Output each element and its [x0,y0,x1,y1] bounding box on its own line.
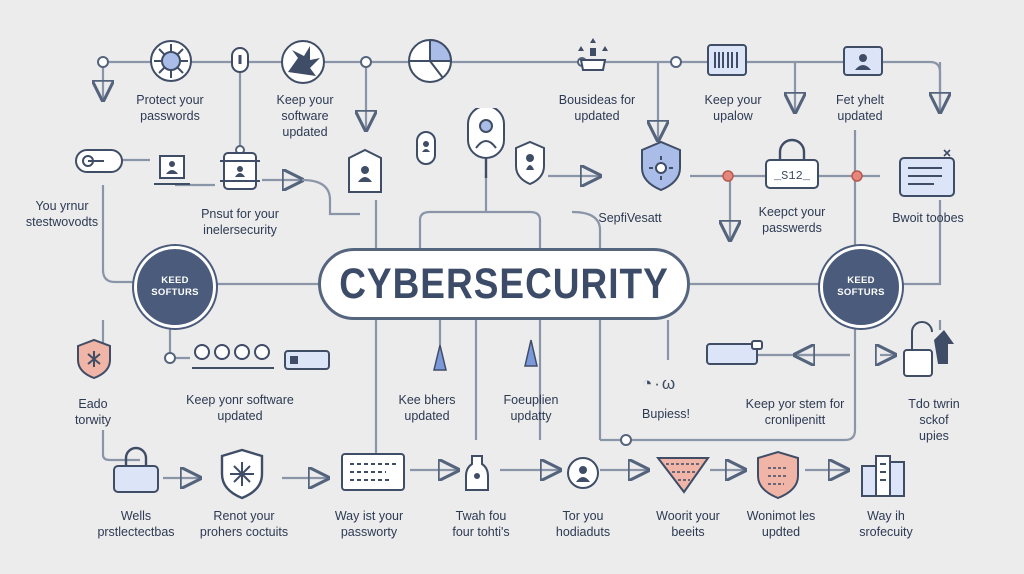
label-woorit: Woorit your beeits [656,509,720,539]
label-you-yrnur: You yrnur stestwovodts [25,199,99,229]
shield-grid-icon [757,450,799,500]
junction-node-red [722,170,734,182]
label-wonimot: Wonimot les updted [746,509,816,539]
bottle-icon [465,455,489,491]
microphone-user-icon [467,108,505,178]
label-keep-stem: Keep yor stem for cronlipenitt [745,397,845,427]
server-lock-icon [220,152,260,190]
padlock-code-icon: _S12_ [765,138,819,189]
label-bupiess: Bupiess! [642,407,690,421]
pie-chart-icon [408,38,453,83]
badge-left: KEED SOFTURS [134,246,216,328]
label-keep-software-mid: Keep yonr software updated [186,393,294,423]
label-way-ih: Way ih srofecuity [859,509,913,539]
label-bousideas: Bousideas for updated [558,93,636,123]
label-keepct: Keepct your passwerds [758,205,826,235]
barcode-panel-icon [707,44,747,76]
terminal-window-icon [899,149,955,197]
shield-alert-icon [77,338,111,380]
laptop-user-icon [154,155,190,185]
label-renot: Renot your prohers coctuits [199,509,289,539]
card-reader-icon [706,340,763,365]
capsule-lock-icon [416,131,436,165]
label-tor-you: Tor you hodiaduts [555,509,611,539]
user-card-icon [843,46,883,76]
junction-node [97,56,109,68]
label-pnsut: Pnsut for your inelersecurity [201,207,279,237]
label-wells: Wells prstlectectbas [97,509,175,539]
central-hub: CYBERSECURITY [318,248,690,320]
label-tdo-twrin: Tdo twrin sckof upies [908,397,960,443]
shield-virus-icon [220,448,264,500]
router-hand-icon [903,321,954,377]
lock-icon [231,47,249,73]
network-devices-icon [578,38,608,71]
badge-right: KEED SOFTURS [820,246,902,328]
virus-shield-icon [150,40,192,82]
shield-sun-icon [641,140,681,192]
padlock-icon [113,446,159,493]
burst-icon [281,40,325,84]
label-protect-passwords: Protect your passwords [136,93,204,123]
shield-user-icon [348,148,382,193]
code-screen-icon [341,453,405,491]
label-keep-upalow: Keep your upalow [704,93,762,123]
label-foeuplien: Foeuplien updatty [503,393,559,423]
label-sepfivesatt: SepfiVesatt [598,211,662,225]
label-keep-software-top: Keep your software updated [276,93,334,139]
users-group-icon [192,344,274,369]
svg-text:_S12_: _S12_ [773,169,811,183]
buildings-icon [861,455,905,497]
shield-keyhole-icon [515,140,545,186]
page-title: CYBERSECURITY [339,259,669,307]
user-circle-icon [567,457,599,489]
label-twah: Twah fou four tohti's [452,509,510,539]
id-badge-icon [284,350,330,370]
label-eado: Eado torwity [74,397,112,427]
label-fet-yhelt: Fet yhelt updated [836,93,884,123]
label-kee-bhers: Kee bhers updated [398,393,456,423]
wave-icon: ⁠◔·ω [642,374,678,393]
top-rail [103,60,942,112]
key-fob-icon [75,149,123,173]
pennant-icon [655,457,710,494]
label-bwoit: Bwoit toobes [892,211,964,225]
label-way-ist: Way ist your passworty [334,509,404,539]
